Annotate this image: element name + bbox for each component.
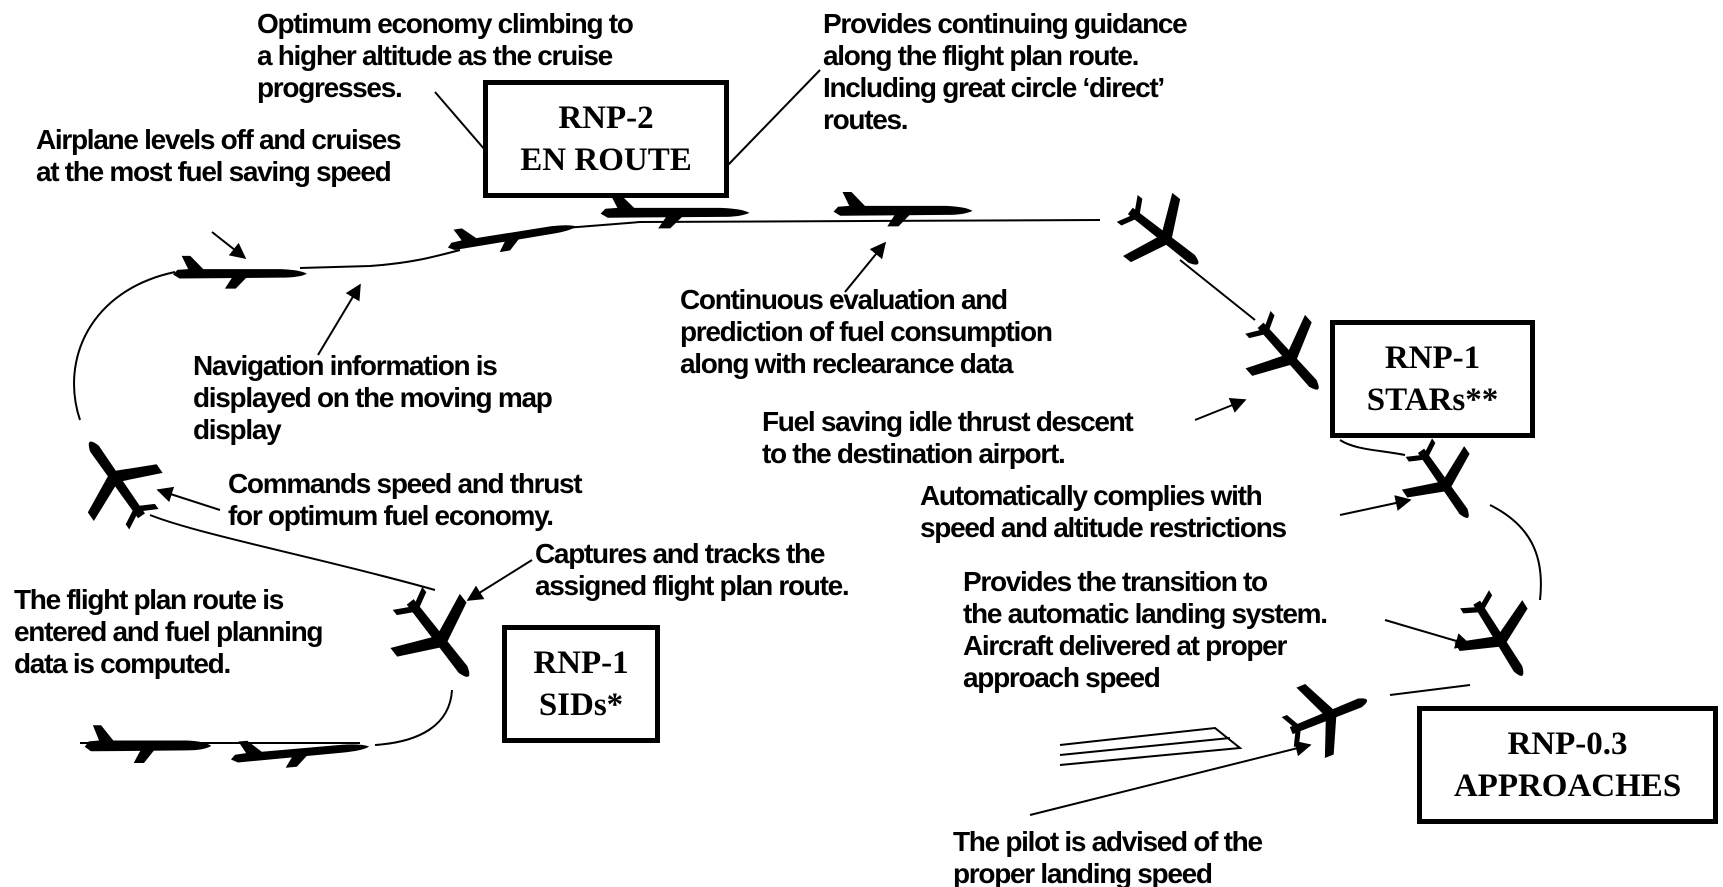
note-fuel-evaluation: Continuous evaluation and prediction of … <box>680 284 1053 379</box>
note-captures: Captures and tracks the assigned flight … <box>535 538 850 601</box>
note-cruise: Airplane levels off and cruises at the m… <box>36 124 402 187</box>
note-flight-plan: The flight plan route is entered and fue… <box>14 584 324 679</box>
note-transition: Provides the transition to the automatic… <box>963 566 1328 693</box>
box-title: RNP-1 <box>1384 340 1481 376</box>
rnp1-stars-box: RNP-1 STARs** <box>1330 320 1535 438</box>
flight-path-line <box>73 219 1542 746</box>
note-landing-speed: The pilot is advised of the proper landi… <box>953 826 1263 887</box>
rnp03-approaches-box: RNP-0.3 APPROACHES <box>1417 706 1718 824</box>
box-subtitle: SIDs* <box>538 687 624 723</box>
runway <box>1059 726 1243 766</box>
box-title: RNP-0.3 <box>1507 726 1628 762</box>
note-navigation: Navigation information is displayed on t… <box>193 350 553 445</box>
box-subtitle: STARs** <box>1366 382 1499 418</box>
box-subtitle: APPROACHES <box>1453 768 1682 804</box>
rnp2-enroute-box: RNP-2 EN ROUTE <box>483 80 729 198</box>
box-subtitle: EN ROUTE <box>520 142 692 178</box>
note-speed-thrust: Commands speed and thrust for optimum fu… <box>228 468 583 531</box>
note-guidance: Provides continuing guidance along the f… <box>823 8 1188 135</box>
note-restrictions: Automatically complies with speed and al… <box>920 480 1287 543</box>
note-descent: Fuel saving idle thrust descent to the d… <box>762 406 1134 469</box>
box-title: RNP-1 <box>533 645 629 681</box>
note-climb: Optimum economy climbing to a higher alt… <box>257 8 634 103</box>
rnp1-sids-box: RNP-1 SIDs* <box>502 625 660 743</box>
callout-lines <box>156 69 1472 816</box>
box-title: RNP-2 <box>558 100 654 136</box>
